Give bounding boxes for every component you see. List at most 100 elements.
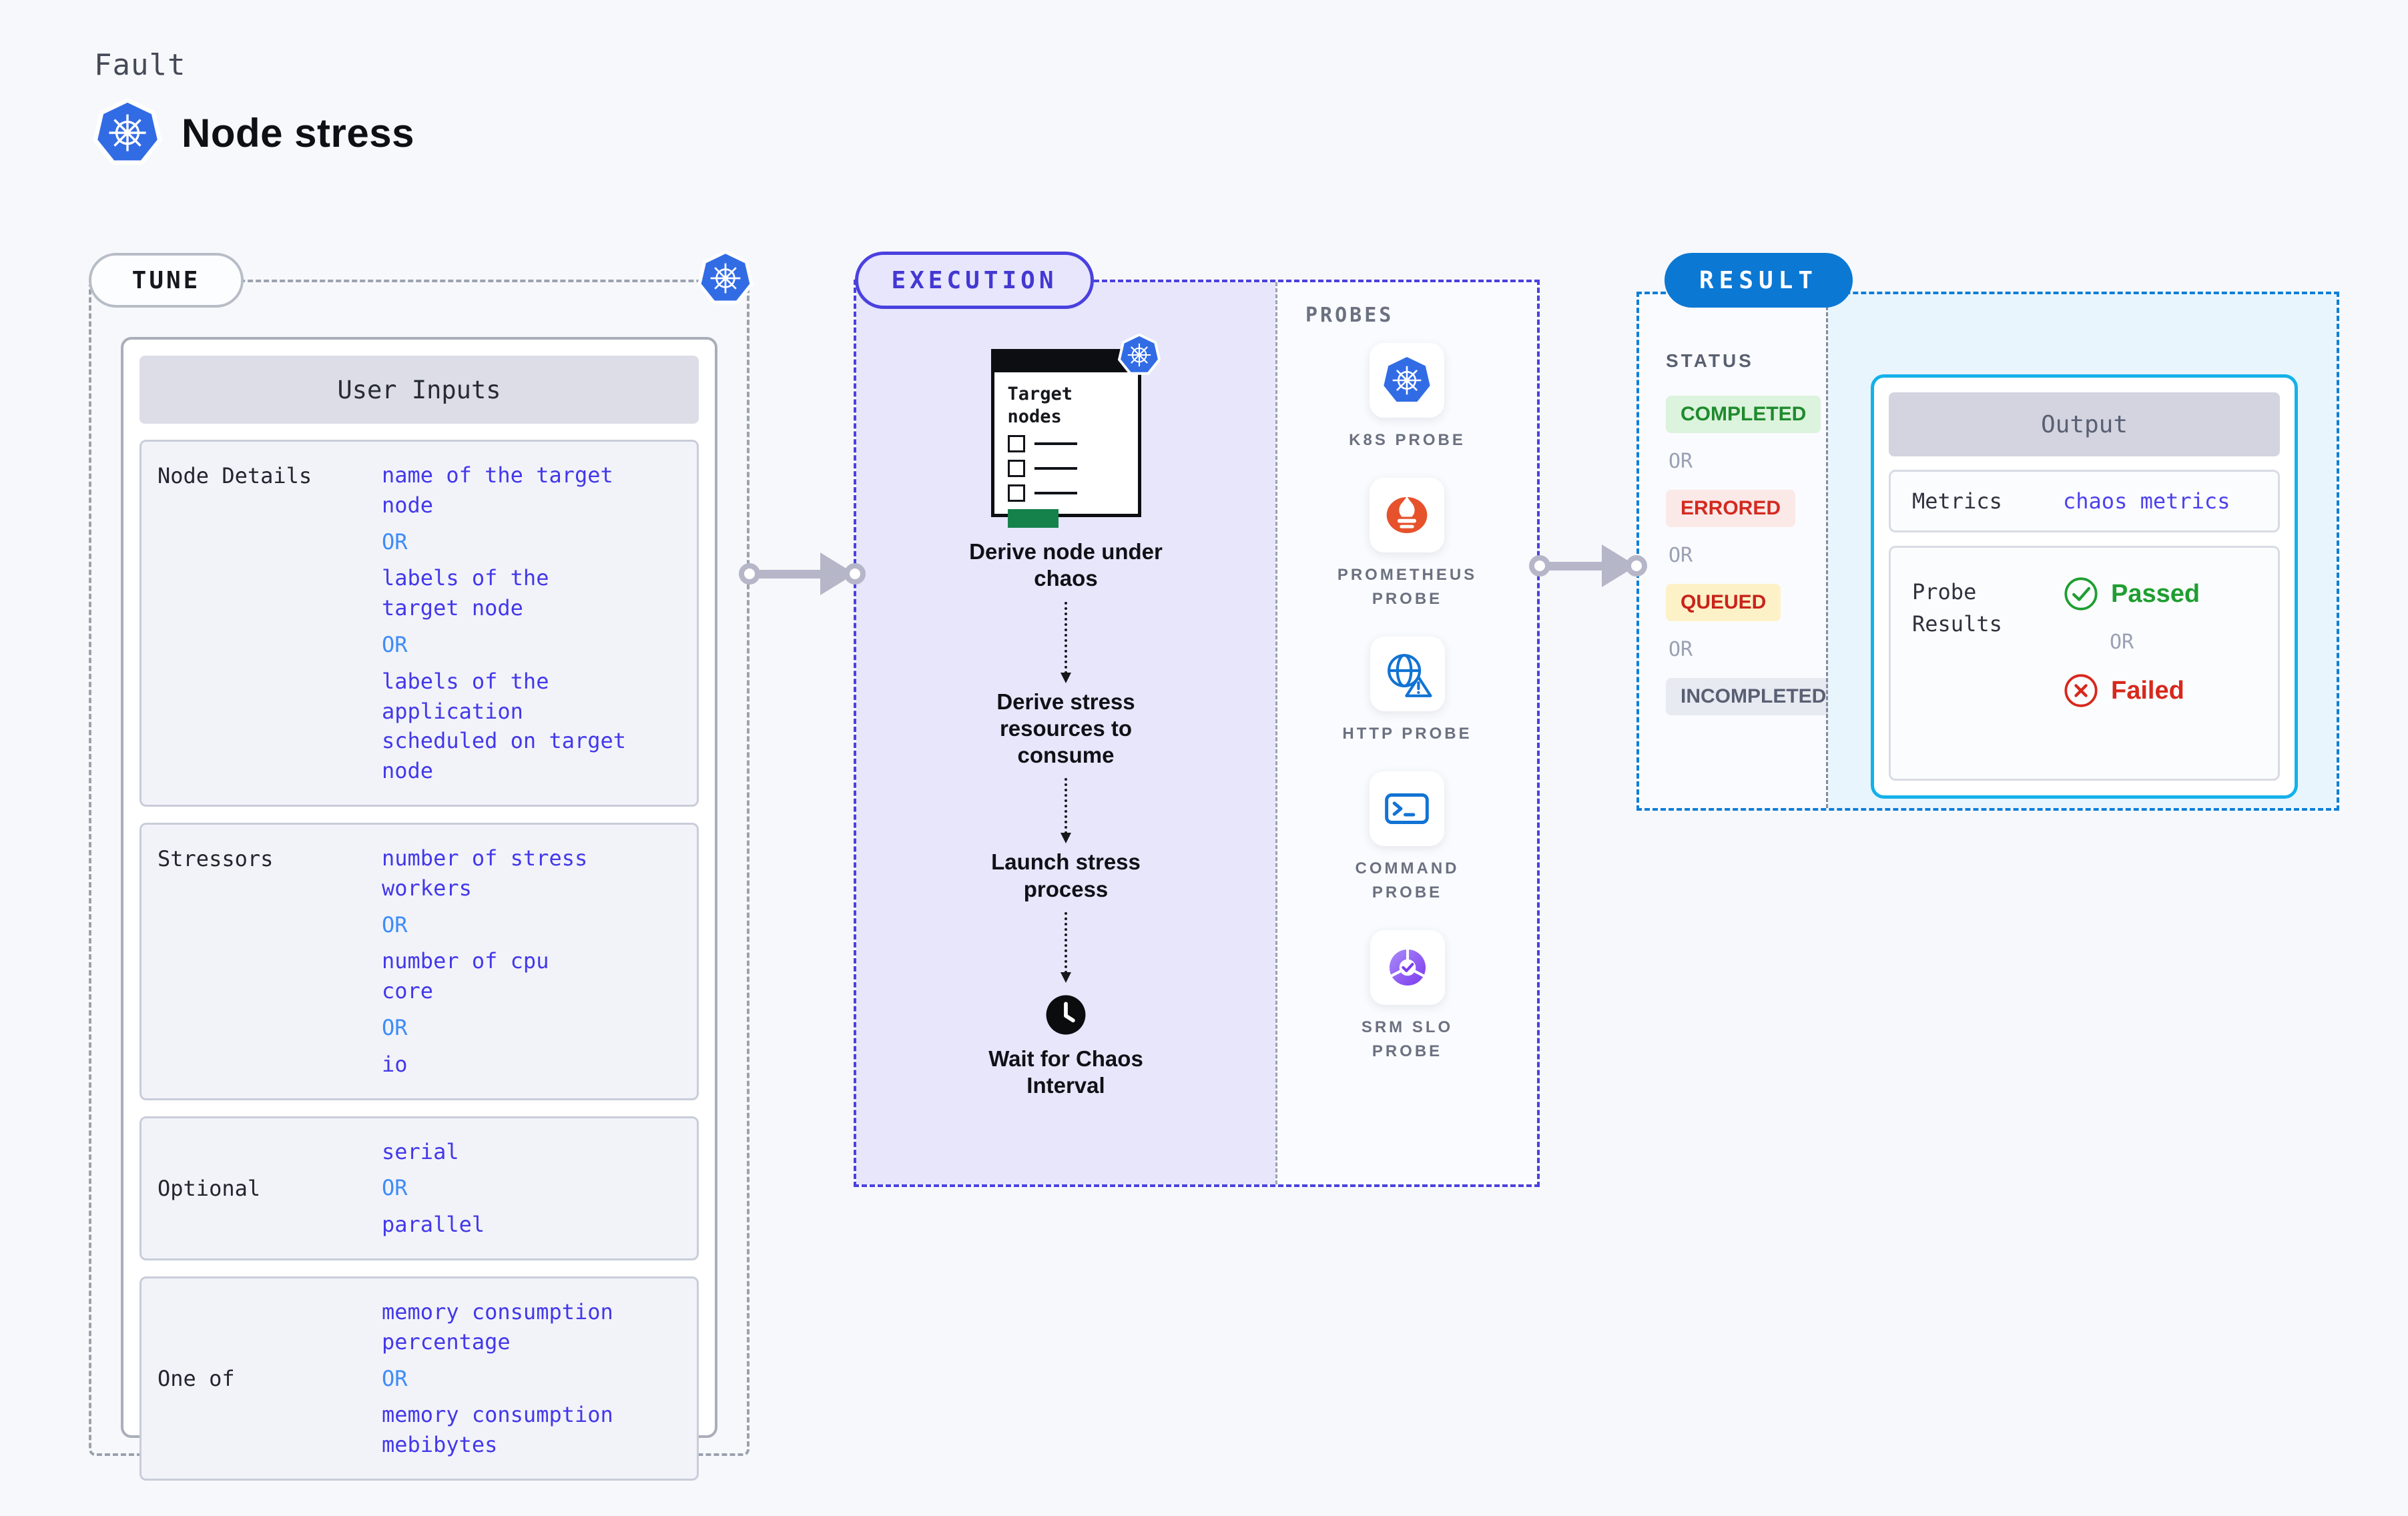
input-row-label: Node Details <box>158 463 312 488</box>
kubernetes-icon <box>92 97 163 168</box>
input-value: serial <box>382 1138 459 1164</box>
arrow-endpoint-dot <box>1626 555 1647 577</box>
tune-section: User Inputs Node Details name of the tar… <box>89 280 749 1481</box>
input-value: name of the target node <box>382 462 613 518</box>
progress-bar <box>1007 508 1059 528</box>
kubernetes-icon <box>1117 333 1161 377</box>
metrics-value: chaos metrics <box>2063 488 2230 514</box>
target-nodes-clipboard: Target nodes <box>990 349 1141 528</box>
checklist-row <box>1007 484 1129 502</box>
flow-step-derive-node: Derive node under chaos <box>969 539 1163 591</box>
output-header: Output <box>1889 392 2280 456</box>
input-row-optional: Optional serial OR parallel <box>139 1116 699 1260</box>
dotted-arrow-down-icon <box>1061 911 1071 983</box>
input-value: memory consumption percentage <box>382 1298 613 1355</box>
status-badge-completed: COMPLETED <box>1666 396 1821 433</box>
arrow-endpoint-dot <box>739 563 760 585</box>
kubernetes-icon <box>697 250 754 307</box>
or-separator: OR <box>1669 638 1693 661</box>
input-value: number of stress workers <box>382 845 588 901</box>
arrow-endpoint-dot <box>844 563 866 585</box>
clock-icon <box>1044 994 1087 1036</box>
kubernetes-icon <box>1380 353 1434 408</box>
probes-panel-label: PROBES <box>1305 304 1394 327</box>
checkbox-icon <box>1007 434 1025 452</box>
checklist-row <box>1007 434 1129 452</box>
page-title-row: Node stress <box>92 97 414 168</box>
probe-item-k8s: K8S PROBE <box>1349 343 1466 452</box>
checklist-line <box>1034 491 1077 494</box>
user-inputs-card: User Inputs Node Details name of the tar… <box>121 337 717 1481</box>
status-badge-queued: QUEUED <box>1666 584 1781 621</box>
checkbox-icon <box>1007 459 1025 477</box>
execution-section-pill: EXECUTION <box>855 252 1094 309</box>
probe-label: HTTP PROBE <box>1342 725 1472 743</box>
flow-step-derive-resources: Derive stress resources to consume <box>996 689 1135 768</box>
input-value: memory consumption mebibytes <box>382 1402 613 1458</box>
probe-card <box>1370 343 1445 418</box>
execution-flow: Target nodes <box>856 282 1275 1184</box>
input-value: labels of the target node <box>382 565 549 621</box>
input-row-values: name of the target node OR labels of the… <box>382 460 685 786</box>
input-row-label: Stressors <box>158 845 274 871</box>
status-output-divider <box>1826 294 1828 808</box>
arrow-tune-to-execution <box>739 552 866 596</box>
probe-item-srm-slo: SRM SLO PROBE <box>1362 930 1453 1064</box>
arrow-execution-to-result <box>1529 544 1647 588</box>
failed-label: Failed <box>2111 676 2184 705</box>
page-title: Node stress <box>182 110 414 155</box>
probe-item-http: HTTP PROBE <box>1342 637 1472 746</box>
x-circle-icon <box>2063 673 2099 709</box>
input-row-values: memory consumption percentage OR memory … <box>382 1297 613 1460</box>
probe-label: COMMAND PROBE <box>1355 859 1460 901</box>
result-section: STATUS COMPLETED OR ERRORED OR QUEUED OR… <box>1636 292 2339 811</box>
or-separator: OR <box>1669 544 1693 567</box>
terminal-icon <box>1380 781 1434 836</box>
execution-section: Target nodes <box>854 280 1540 1187</box>
or-separator: OR <box>1669 450 1693 473</box>
or-separator: OR <box>382 528 408 554</box>
output-area: Output Metrics chaos metrics Probe Resul… <box>1828 294 2337 808</box>
flow-step-launch-stress: Launch stress process <box>991 849 1141 901</box>
or-separator: OR <box>382 1014 408 1040</box>
input-row-values: number of stress workers OR number of cp… <box>382 843 587 1080</box>
probe-card <box>1370 930 1445 1005</box>
checkbox-icon <box>1007 484 1025 502</box>
prometheus-icon <box>1380 488 1434 542</box>
input-row-label: One of <box>158 1365 235 1391</box>
or-separator: OR <box>382 1365 408 1391</box>
target-nodes-illustration: Target nodes <box>990 349 1141 528</box>
checklist-row <box>1007 459 1129 477</box>
arrow-shaft <box>1548 561 1604 571</box>
status-badge-errored: ERRORED <box>1666 490 1796 527</box>
checklist-line <box>1034 466 1077 470</box>
probe-item-prometheus: PROMETHEUS PROBE <box>1337 478 1477 611</box>
dotted-arrow-down-icon <box>1061 778 1071 844</box>
probe-results-values: Passed OR Failed <box>2063 576 2200 779</box>
slo-donut-check-icon <box>1380 940 1435 995</box>
check-circle-icon <box>2063 576 2099 612</box>
or-separator: OR <box>2110 631 2134 655</box>
clipboard-title: Target nodes <box>1007 384 1073 427</box>
input-row-label: Optional <box>158 1175 261 1201</box>
input-value: parallel <box>382 1212 485 1238</box>
arrow-shaft <box>758 569 822 579</box>
output-probe-results-row: Probe Results Passed OR Failed <box>1889 546 2280 781</box>
arrow-endpoint-dot <box>1529 555 1550 577</box>
or-separator: OR <box>382 631 408 657</box>
status-badge-incompleted: INCOMPLETED <box>1666 678 1841 715</box>
flow-step-wait-interval: Wait for Chaos Interval <box>988 1046 1143 1098</box>
user-inputs-header: User Inputs <box>139 356 699 424</box>
probe-label: K8S PROBE <box>1349 431 1466 449</box>
probe-results-label: Probe Results <box>1912 579 2002 637</box>
probe-label: PROMETHEUS PROBE <box>1337 566 1478 608</box>
result-section-pill: RESULT <box>1665 253 1853 308</box>
probe-result-failed: Failed <box>2063 673 2200 709</box>
input-value: number of cpu core <box>382 948 549 1004</box>
output-metrics-row: Metrics chaos metrics <box>1889 470 2280 533</box>
fault-eyebrow: Fault <box>94 48 186 82</box>
status-title: STATUS <box>1666 350 1754 371</box>
or-separator: OR <box>382 1175 408 1201</box>
input-row-values: serial OR parallel <box>382 1137 485 1240</box>
